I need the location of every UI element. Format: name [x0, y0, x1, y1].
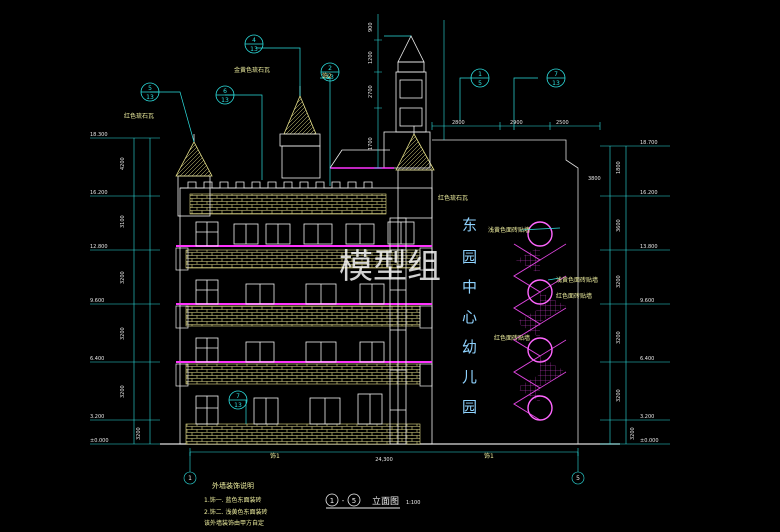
- svg-text:4200: 4200: [120, 157, 126, 170]
- finish-label: 饰2: [322, 72, 332, 80]
- svg-text:1800: 1800: [616, 161, 622, 174]
- svg-text:2900: 2900: [510, 120, 523, 126]
- svg-text:7: 7: [236, 393, 240, 400]
- svg-text:3.200: 3.200: [640, 414, 654, 420]
- notes-line: 该外墙装饰由甲方自定: [204, 519, 264, 527]
- view-title-text: 立面图: [372, 495, 399, 507]
- finish-label: 饰1: [270, 452, 280, 460]
- svg-text:3100: 3100: [120, 215, 126, 228]
- svg-text:4: 4: [252, 37, 256, 44]
- callout-labels: 513 413 613 213 15 713 713: [146, 37, 560, 409]
- center-spire: [280, 86, 320, 178]
- top-dim-labels: 2800 2900 2500 3800: [452, 120, 601, 182]
- svg-text:13: 13: [221, 97, 229, 104]
- sign-char: 幼: [462, 338, 477, 356]
- svg-text:6: 6: [223, 88, 227, 95]
- svg-text:3200: 3200: [616, 275, 622, 288]
- svg-text:3.200: 3.200: [90, 414, 104, 420]
- red-tile-label: 红色面砖贴墙: [556, 292, 592, 300]
- svg-text:1200: 1200: [368, 51, 374, 64]
- svg-text:1: 1: [330, 497, 334, 505]
- right-turret: [396, 126, 434, 218]
- svg-text:5: 5: [478, 80, 482, 87]
- svg-text:13: 13: [234, 402, 242, 409]
- sign-column-decoration: [514, 222, 566, 420]
- svg-text:3200: 3200: [120, 271, 126, 284]
- sign-wall: [432, 140, 578, 444]
- view-scale: 1:100: [406, 500, 420, 506]
- notes-title: 外墙装饰说明: [212, 481, 254, 490]
- right-levels: 18.700 16.200 13.800 9.600 6.400 3.200 ±…: [640, 140, 659, 444]
- svg-text:6.400: 6.400: [90, 356, 104, 362]
- sign-char: 中: [462, 278, 477, 296]
- bottom-dimension: [184, 448, 584, 484]
- svg-text:2800: 2800: [452, 120, 465, 126]
- svg-text:-: -: [342, 497, 345, 505]
- svg-text:3200: 3200: [120, 385, 126, 398]
- finish-label: 饰1: [484, 452, 494, 460]
- sign-char: 儿: [462, 368, 477, 386]
- svg-text:±0.000: ±0.000: [90, 438, 109, 444]
- svg-text:5: 5: [148, 85, 152, 92]
- svg-text:3200: 3200: [120, 327, 126, 340]
- overall-width: 24,300: [375, 457, 393, 463]
- sign-char: 园: [462, 248, 477, 266]
- view-title: 1 - 5 立面图 1:100: [326, 494, 420, 508]
- svg-text:3800: 3800: [588, 176, 601, 182]
- notes-line: 2.饰二. 浅黄色东面装砖: [204, 508, 268, 516]
- svg-text:2500: 2500: [556, 120, 569, 126]
- svg-text:16.200: 16.200: [90, 190, 108, 196]
- svg-text:±0.000: ±0.000: [640, 438, 659, 444]
- left-segments: 4200 3100 3200 3200 3200 3200: [120, 157, 142, 440]
- axis-5-label: 5: [576, 475, 580, 482]
- svg-text:7: 7: [554, 71, 558, 78]
- sign-text: 东 园 中 心 幼 儿 园: [462, 216, 477, 416]
- notes-line: 1.饰一. 蓝色东面装砖: [204, 496, 262, 504]
- svg-text:3200: 3200: [136, 427, 142, 440]
- svg-text:3200: 3200: [616, 389, 622, 402]
- sign-char: 园: [462, 398, 477, 416]
- svg-text:3200: 3200: [616, 331, 622, 344]
- red-tile-label-2: 红色面砖贴墙: [494, 334, 530, 342]
- svg-text:9.600: 9.600: [640, 298, 654, 304]
- red-roof-left-label: 红色琉石瓦: [124, 112, 154, 120]
- svg-text:1700: 1700: [368, 137, 374, 150]
- sign-char: 心: [462, 308, 477, 326]
- axis-1-label: 1: [188, 475, 192, 482]
- svg-text:13: 13: [250, 46, 258, 53]
- svg-text:6.400: 6.400: [640, 356, 654, 362]
- brick-bands: [186, 194, 420, 444]
- svg-text:13: 13: [146, 94, 154, 101]
- svg-text:3200: 3200: [630, 427, 636, 440]
- svg-text:9.600: 9.600: [90, 298, 104, 304]
- watermark: 模型组: [339, 247, 441, 287]
- right-level-ruler: [600, 146, 670, 444]
- svg-text:18.700: 18.700: [640, 140, 658, 146]
- svg-text:12.800: 12.800: [90, 244, 108, 250]
- svg-text:3600: 3600: [616, 219, 622, 232]
- svg-text:1: 1: [478, 71, 482, 78]
- left-levels: 18.300 16.200 12.800 9.600 6.400 3.200 ±…: [90, 132, 109, 444]
- red-roof-right-label: 红色琉石瓦: [438, 194, 468, 202]
- svg-text:2: 2: [328, 65, 332, 72]
- svg-text:13: 13: [552, 80, 560, 87]
- notes-block: 外墙装饰说明 1.饰一. 蓝色东面装砖 2.饰二. 浅黄色东面装砖 该外墙装饰由…: [204, 481, 268, 527]
- svg-text:18.300: 18.300: [90, 132, 108, 138]
- svg-text:5: 5: [352, 497, 356, 505]
- sign-char: 东: [462, 216, 477, 234]
- light-yellow-tile-label-2: 浅黄色面砖贴墙: [556, 276, 598, 284]
- svg-text:13.800: 13.800: [640, 244, 658, 250]
- svg-text:16.200: 16.200: [640, 190, 658, 196]
- svg-text:900: 900: [368, 22, 374, 32]
- svg-text:2700: 2700: [368, 85, 374, 98]
- gold-roof-label: 金黄色琉石瓦: [234, 66, 270, 74]
- light-yellow-tile-label: 浅黄色面砖贴墙: [488, 226, 530, 234]
- tower-dim-labels: 900 1200 2700 1700: [368, 22, 374, 150]
